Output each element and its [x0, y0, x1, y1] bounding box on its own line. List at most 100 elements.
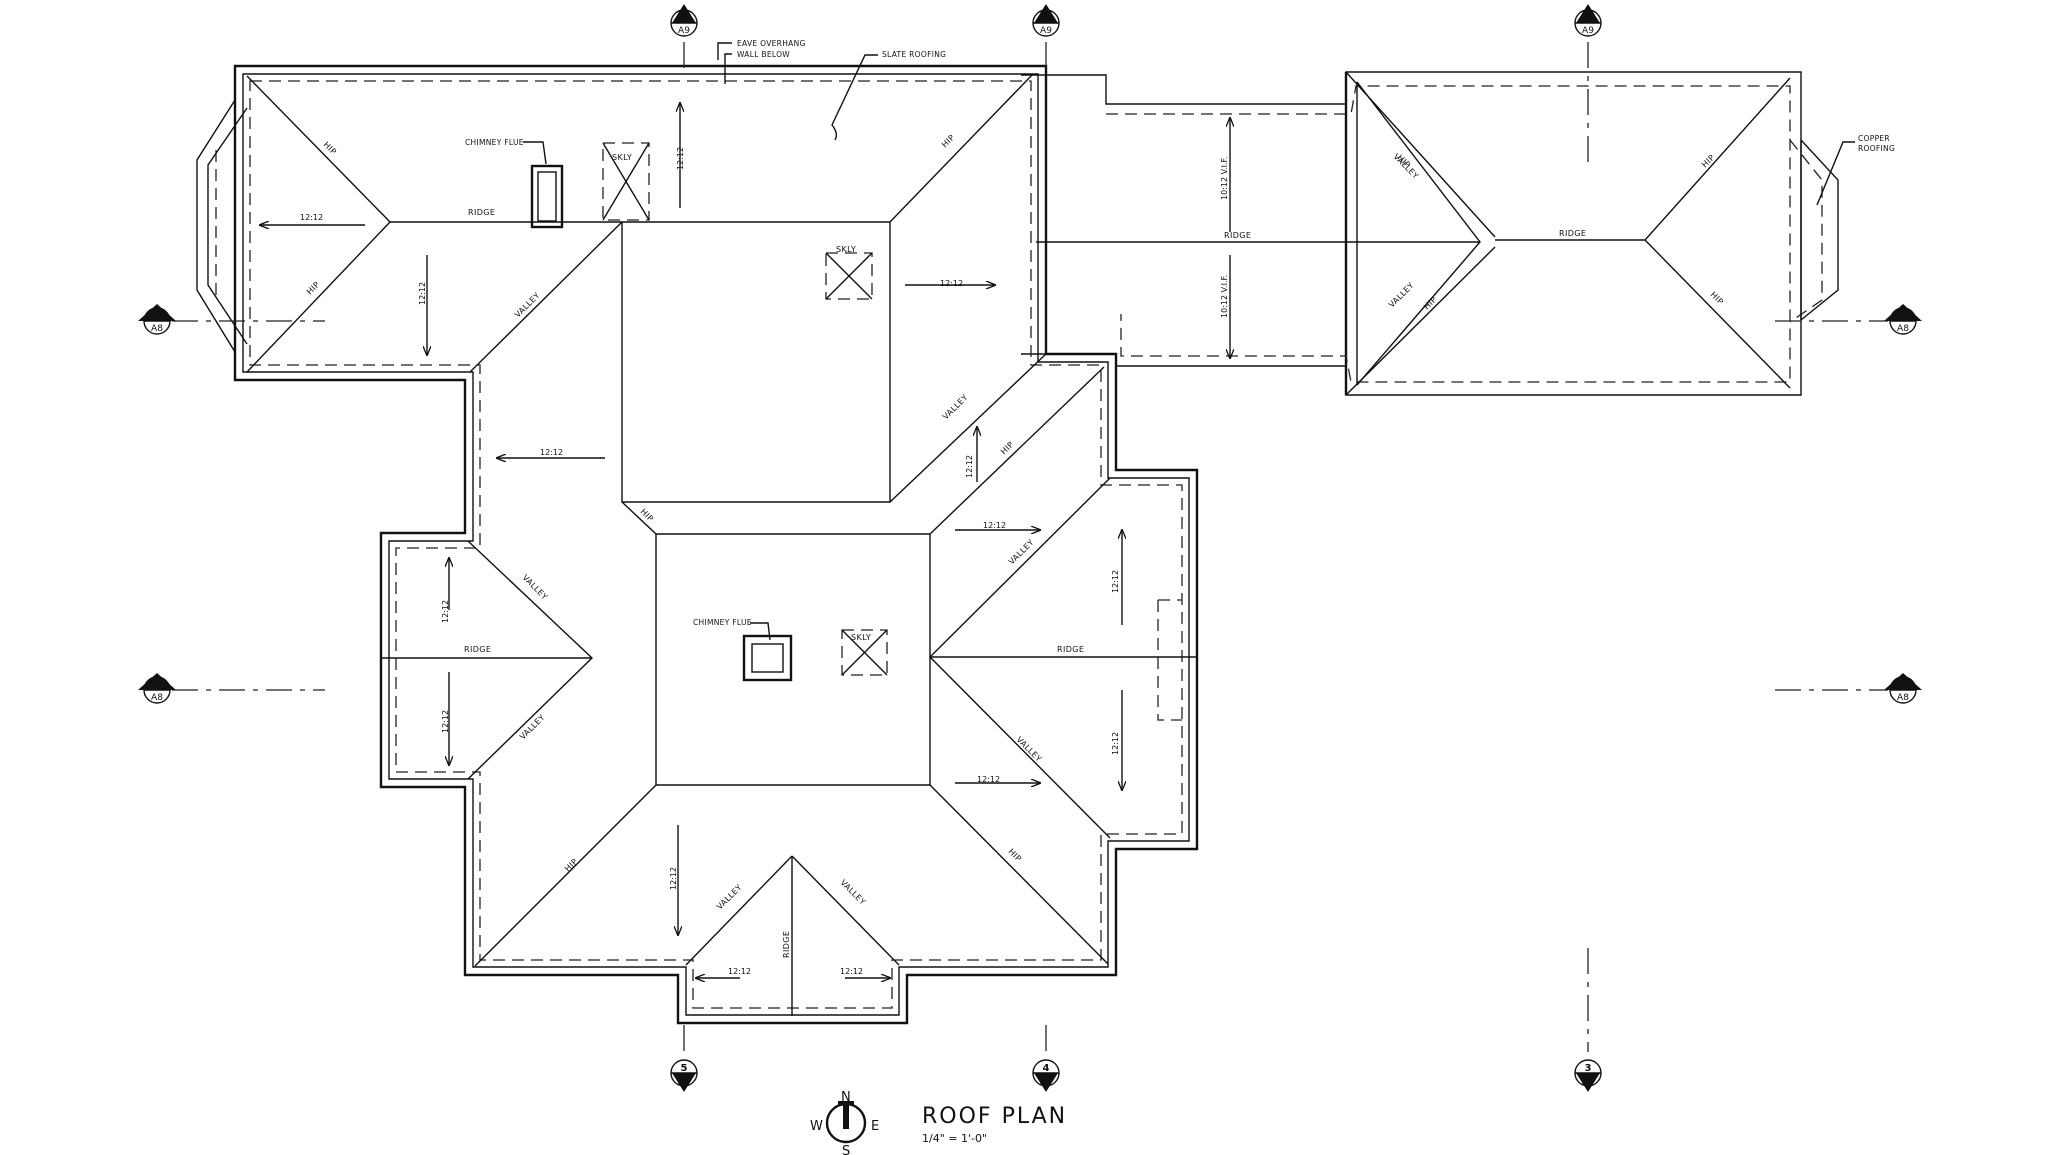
compass-north: N	[841, 1090, 851, 1105]
slate-roofing-note: SLATE ROOFING	[882, 50, 946, 59]
section-marker-1-right: 1 A8	[1884, 673, 1922, 704]
hip-label: HIP	[305, 280, 322, 297]
section-number: 4	[1043, 12, 1050, 23]
pitch-label: 12:12	[676, 147, 685, 170]
pitch-label: 12:12	[983, 521, 1006, 530]
main-roof-lines	[246, 71, 1802, 1016]
eave-overhang-note: EAVE OVERHANG	[737, 39, 806, 48]
valley-label: VALLEY	[1387, 281, 1416, 310]
section-marker-1-left: 1 A8	[138, 673, 176, 704]
section-sheet: A8	[1897, 693, 1909, 703]
section-sheet: A8	[151, 693, 163, 703]
chimney-flue-note: CHIMNEY FLUE	[465, 138, 524, 147]
section-marker-3-bottom: 3 A9	[1574, 1059, 1602, 1092]
section-number: 2	[1900, 311, 1907, 322]
pitch-label: 12:12	[441, 710, 450, 733]
valley-label: VALLEY	[941, 393, 970, 422]
section-number: 5	[681, 1063, 688, 1074]
pitch-label: 12:12	[1111, 570, 1120, 593]
hip-label: HIP	[639, 507, 656, 524]
hip-label: HIP	[1007, 847, 1024, 864]
pitch-labels: 12:12 12:12 12:12 12:12 12:12 12:12 12:1…	[300, 147, 1229, 976]
ridge-label: RIDGE	[782, 931, 791, 958]
section-sheet: A9	[678, 26, 690, 36]
compass-east: E	[871, 1119, 879, 1134]
north-arrow-compass: N S E W	[810, 1090, 879, 1155]
skylight-central	[841, 629, 888, 676]
hip-label: HIP	[563, 857, 580, 874]
section-marker-4-top: 4 A9	[1032, 4, 1060, 37]
ridge-label: RIDGE	[1224, 231, 1251, 240]
hip-labels: HIP HIP HIP HIP HIP HIP HIP HIP HIP HIP …	[305, 133, 1725, 874]
pitch-label: 12:12	[728, 967, 751, 976]
copper-roofing-note: COPPER	[1858, 134, 1890, 143]
section-marker-4-bottom: 4 A9	[1032, 1059, 1060, 1092]
valley-label: VALLEY	[715, 883, 744, 912]
drawing-title: ROOF PLAN	[922, 1104, 1067, 1129]
pitch-label: 12:12	[300, 213, 323, 222]
skylight-label: SKLY	[851, 633, 871, 642]
pitch-label: 12:12	[940, 279, 963, 288]
pitch-label: 12:12	[418, 282, 427, 305]
section-marker-5-top: 5 A9	[670, 4, 698, 37]
ridge-label: RIDGE	[1559, 229, 1586, 238]
section-number: 1	[154, 680, 161, 691]
drawing-scale: 1/4" = 1'-0"	[922, 1132, 987, 1145]
section-marker-5-bottom: 5 A9	[670, 1059, 698, 1092]
section-sheet: A9	[1582, 1077, 1594, 1087]
drawing-title-block: ROOF PLAN 1/4" = 1'-0"	[922, 1104, 1067, 1145]
ridge-labels: RIDGE RIDGE RIDGE RIDGE RIDGE RIDGE	[464, 208, 1586, 958]
section-sheet: A9	[1040, 1077, 1052, 1087]
section-marker-2-left: 2 A8	[138, 304, 176, 335]
valley-label: VALLEY	[839, 878, 868, 907]
section-sheet: A8	[1897, 324, 1909, 334]
section-number: 4	[1043, 1063, 1050, 1074]
section-number: 3	[1585, 12, 1592, 23]
wall-below-note: WALL BELOW	[737, 50, 790, 59]
pitch-label: 10:12 V.I.F.	[1220, 275, 1229, 318]
chimney-flue-center	[742, 634, 793, 682]
eave-overhang-lines	[215, 80, 1823, 1009]
callout-notes: EAVE OVERHANG WALL BELOW SLATE ROOFING C…	[465, 39, 1895, 641]
chimney-flue-note: CHIMNEY FLUE	[693, 618, 752, 627]
ridge-label: RIDGE	[464, 645, 491, 654]
valley-label: VALLEY	[1015, 735, 1044, 764]
valley-label: VALLEY	[1007, 538, 1036, 567]
chimney-flue-west	[530, 164, 564, 229]
skylight-north	[602, 142, 650, 221]
hip-label: HIP	[1709, 290, 1726, 307]
ridge-label: RIDGE	[1057, 645, 1084, 654]
copper-roofing-note: ROOFING	[1858, 144, 1895, 153]
compass-south: S	[842, 1144, 850, 1155]
hip-label: HIP	[1700, 153, 1717, 170]
section-number: 3	[1585, 1063, 1592, 1074]
hip-label: HIP	[1422, 295, 1439, 312]
pitch-label: 10:12 V.I.F.	[1220, 157, 1229, 200]
section-number: 1	[1900, 680, 1907, 691]
pitch-label: 12:12	[965, 455, 974, 478]
skylight-labels: SKLY SKLY SKLY	[612, 153, 871, 642]
roof-outline	[196, 64, 1839, 1025]
skylight-center-block	[825, 252, 873, 300]
section-sheet: A8	[151, 324, 163, 334]
compass-west: W	[810, 1119, 823, 1134]
section-marker-3-top: 3 A9	[1574, 4, 1602, 37]
skylight-label: SKLY	[612, 153, 632, 162]
valley-labels: VALLEY VALLEY VALLEY VALLEY VALLEY VALLE…	[513, 152, 1420, 911]
pitch-label: 12:12	[977, 775, 1000, 784]
pitch-label: 12:12	[441, 600, 450, 623]
valley-label: VALLEY	[521, 573, 550, 602]
pitch-label: 12:12	[840, 967, 863, 976]
section-sheet: A9	[678, 1077, 690, 1087]
pitch-label: 12:12	[540, 448, 563, 457]
section-marker-2-right: 2 A8	[1884, 304, 1922, 335]
section-number: 5	[681, 12, 688, 23]
ridge-label: RIDGE	[468, 208, 495, 217]
section-center-lines	[172, 42, 1888, 1052]
pitch-label: 12:12	[669, 867, 678, 890]
pitch-arrows	[260, 103, 1230, 978]
section-sheet: A9	[1040, 26, 1052, 36]
pitch-label: 12:12	[1111, 732, 1120, 755]
hip-label: HIP	[940, 133, 957, 150]
